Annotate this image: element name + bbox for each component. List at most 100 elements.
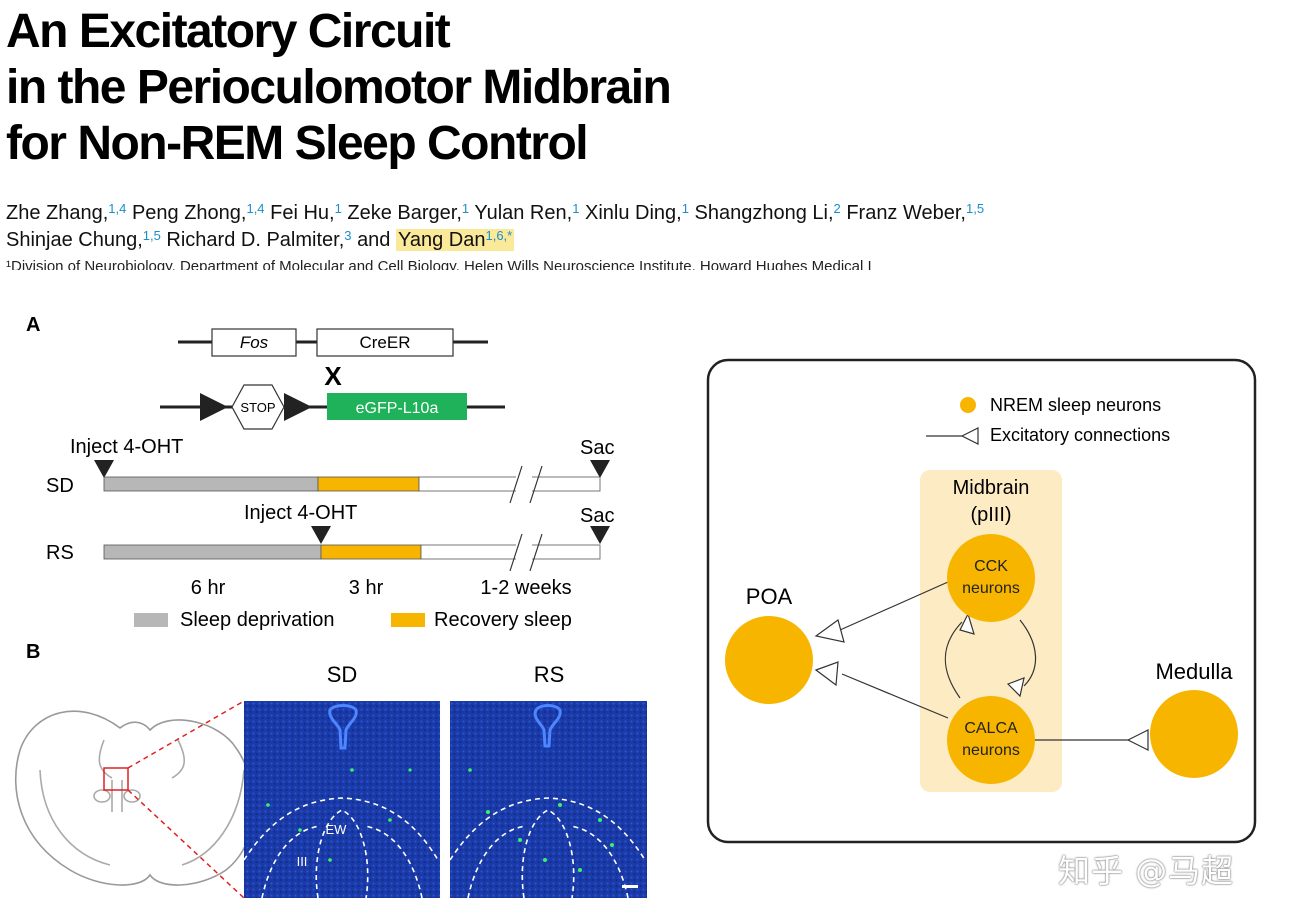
legend-connections-label: Excitatory connections	[990, 425, 1170, 445]
sd-deprivation-bar	[103, 476, 319, 492]
rs-break-mark	[529, 533, 543, 572]
title-line-2: in the Perioculomotor Midbrain	[6, 61, 672, 114]
loxp-triangle-icon	[284, 393, 312, 421]
synapse-icon	[814, 619, 845, 643]
author-line-1: Zhe Zhang,1,4 Peng Zhong,1,4 Fei Hu,1 Ze…	[6, 200, 1291, 227]
zoom-line-bottom	[127, 789, 245, 899]
author: Shangzhong Li,	[694, 202, 834, 224]
inject-label-rs: Inject 4-OHT	[244, 502, 357, 524]
loxp-triangle-icon	[200, 393, 228, 421]
author-affil: 1,6,*	[485, 228, 513, 243]
poa-label: POA	[746, 584, 793, 609]
author-affil: 1,5	[142, 228, 161, 243]
legend-swatch-rs	[391, 613, 425, 627]
author: Zeke Barger,	[347, 202, 462, 224]
author-affil: 1	[681, 201, 689, 216]
rs-deprivation-bar	[103, 544, 322, 560]
cck-label: CCK	[974, 558, 1008, 575]
panel-b-label: B	[26, 641, 40, 663]
watermark: 知乎 @马超	[1058, 852, 1235, 890]
rs-recovery-bar	[320, 544, 422, 560]
author: Yulan Ren,	[474, 202, 573, 224]
figure: A Fos CreER X STOP eGFP-L10a Inject 4-OH…	[14, 314, 1257, 899]
calca-sub-label: neurons	[962, 742, 1020, 759]
author: Fei Hu,	[270, 202, 335, 224]
and-word: and	[357, 229, 391, 251]
author-affil: 1	[461, 201, 470, 216]
connection-cck-poa	[839, 581, 949, 631]
author-list: Zhe Zhang,1,4 Peng Zhong,1,4 Fei Hu,1 Ze…	[6, 200, 1291, 254]
author: Richard D. Palmiter,	[166, 229, 345, 251]
fos-label: Fos	[240, 333, 269, 352]
micrograph-rs	[449, 701, 647, 899]
author-affil: 2	[833, 201, 841, 216]
rs-break-mark	[509, 533, 523, 572]
connection-cck-calca	[1019, 619, 1037, 687]
sd-recovery-bar	[317, 476, 420, 492]
inject-label-sd: Inject 4-OHT	[70, 436, 183, 458]
creer-box	[316, 328, 454, 357]
creer-label: CreER	[359, 333, 410, 352]
medulla-neuron	[1150, 690, 1238, 778]
legend-label-sd: Sleep deprivation	[180, 609, 335, 631]
region-box	[103, 767, 129, 791]
midbrain-region	[920, 470, 1062, 792]
legend-swatch-sd	[134, 613, 168, 627]
author: Peng Zhong,	[131, 202, 247, 224]
rs-weeks-bar	[420, 544, 601, 560]
sac-label-rs: Sac	[580, 505, 614, 527]
legend-label-rs: Recovery sleep	[434, 609, 572, 631]
zoom-line-top	[127, 700, 245, 769]
paper-title: An Excitatory Circuit in the Perioculomo…	[6, 4, 906, 172]
calca-neuron	[947, 696, 1035, 784]
brain-section-diagram	[14, 710, 255, 886]
connection-calca-cck	[944, 621, 963, 699]
stop-hexagon	[231, 384, 285, 430]
cross-symbol: X	[324, 361, 342, 391]
title-line-1: An Excitatory Circuit	[6, 5, 451, 58]
rs-row-label: RS	[46, 542, 74, 564]
author: Shinjae Chung,	[6, 229, 143, 251]
synapse-icon	[1006, 677, 1025, 698]
inject-marker-icon	[311, 526, 331, 544]
midbrain-sub-label: (pIII)	[970, 504, 1011, 526]
author-affil: 3	[344, 228, 352, 243]
author: Yang Dan	[398, 229, 486, 251]
sd-break-mark	[529, 465, 543, 504]
author-affil: 1,4	[246, 201, 265, 216]
sd-break-mark	[509, 465, 523, 504]
iii-label: III	[297, 854, 308, 869]
stop-label: STOP	[240, 400, 275, 415]
author-affil: 1,5	[966, 201, 985, 216]
connection-calca-poa	[841, 673, 949, 719]
cck-sub-label: neurons	[962, 580, 1020, 597]
author: Zhe Zhang,	[6, 202, 109, 224]
duration-6hr: 6 hr	[191, 577, 226, 599]
sd-weeks-bar	[418, 476, 601, 492]
synapse-icon	[959, 612, 975, 635]
sac-marker-icon	[590, 526, 610, 544]
midbrain-label: Midbrain	[953, 477, 1030, 499]
synapse-icon	[814, 661, 839, 687]
sd-row-label: SD	[46, 475, 74, 497]
medulla-label: Medulla	[1155, 659, 1233, 684]
calca-label: CALCA	[964, 720, 1018, 737]
inject-marker-icon	[94, 460, 114, 478]
micrograph-sd-label: SD	[327, 662, 358, 687]
micrograph-sd	[243, 701, 440, 899]
synapse-icon	[1126, 729, 1149, 751]
legend-neuron-dot	[960, 397, 976, 413]
duration-3hr: 3 hr	[349, 577, 384, 599]
affiliation-line: ¹Division of Neurobiology, Department of…	[6, 258, 872, 270]
duration-weeks: 1-2 weeks	[480, 577, 571, 599]
poa-neuron	[725, 616, 813, 704]
ew-label: EW	[326, 822, 348, 837]
author-affil: 1	[334, 201, 342, 216]
author-line-2: Shinjae Chung,1,5 Richard D. Palmiter,3 …	[6, 227, 1291, 254]
egfp-box	[327, 393, 467, 420]
sac-marker-icon	[590, 460, 610, 478]
panel-a-label: A	[26, 314, 40, 336]
author: Franz Weber,	[846, 202, 966, 224]
author-affil: 1,4	[108, 201, 127, 216]
cck-neuron	[947, 534, 1035, 622]
